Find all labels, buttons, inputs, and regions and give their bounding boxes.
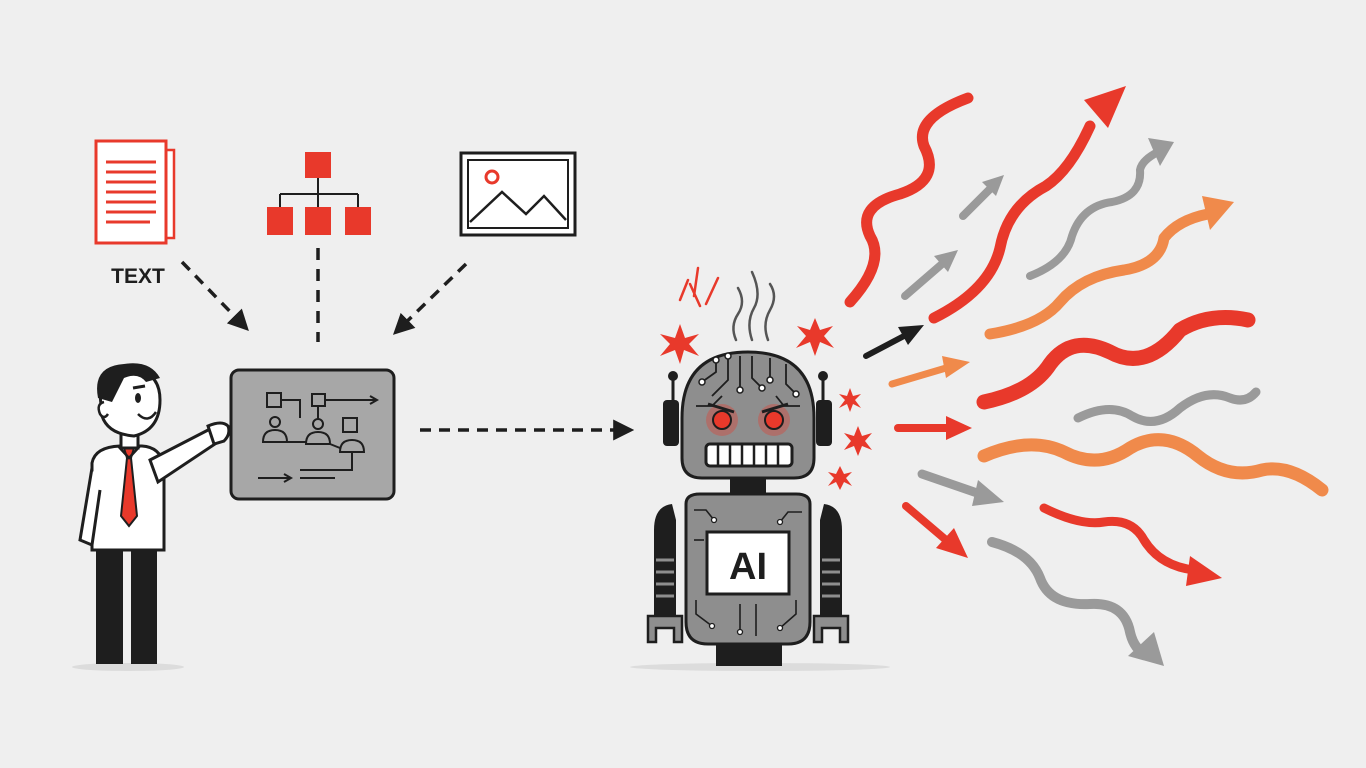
processor-box — [229, 368, 396, 501]
output-arrow — [894, 416, 972, 440]
output-arrow — [959, 175, 1004, 220]
output-arrow — [1073, 387, 1261, 426]
robot-eyes — [706, 402, 790, 436]
hierarchy-icon — [267, 152, 371, 235]
output-arrow — [901, 250, 958, 300]
input-arrows — [180, 248, 468, 342]
output-arrow — [844, 92, 974, 308]
output-arrow — [863, 325, 924, 359]
text-label: TEXT — [111, 265, 165, 288]
arrow-text-to-processor — [180, 260, 249, 332]
image-icon — [459, 151, 577, 237]
output-arrow — [977, 433, 1329, 497]
ai-chest-label: AI — [729, 546, 767, 588]
output-arrow — [976, 310, 1256, 410]
output-arrow — [902, 502, 968, 558]
person-presenter — [72, 363, 231, 671]
output-arrow — [1026, 138, 1174, 280]
workflow-diagram-icon — [258, 392, 380, 483]
output-arrow — [928, 86, 1126, 324]
chaotic-output-arrows — [844, 86, 1329, 666]
arrow-image-to-processor — [392, 262, 468, 335]
output-arrow — [917, 469, 1004, 506]
overheat-effects — [660, 266, 872, 490]
robot-mouth — [704, 442, 794, 468]
output-arrow — [888, 356, 970, 388]
output-arrow — [984, 196, 1234, 340]
output-arrow — [1039, 503, 1222, 586]
ai-robot: AI — [630, 350, 890, 671]
circuit-pattern — [696, 356, 800, 407]
document-icon — [94, 139, 176, 245]
robot-arm-right — [812, 504, 850, 644]
output-arrow — [987, 537, 1164, 666]
robot-arm-left — [646, 504, 684, 644]
